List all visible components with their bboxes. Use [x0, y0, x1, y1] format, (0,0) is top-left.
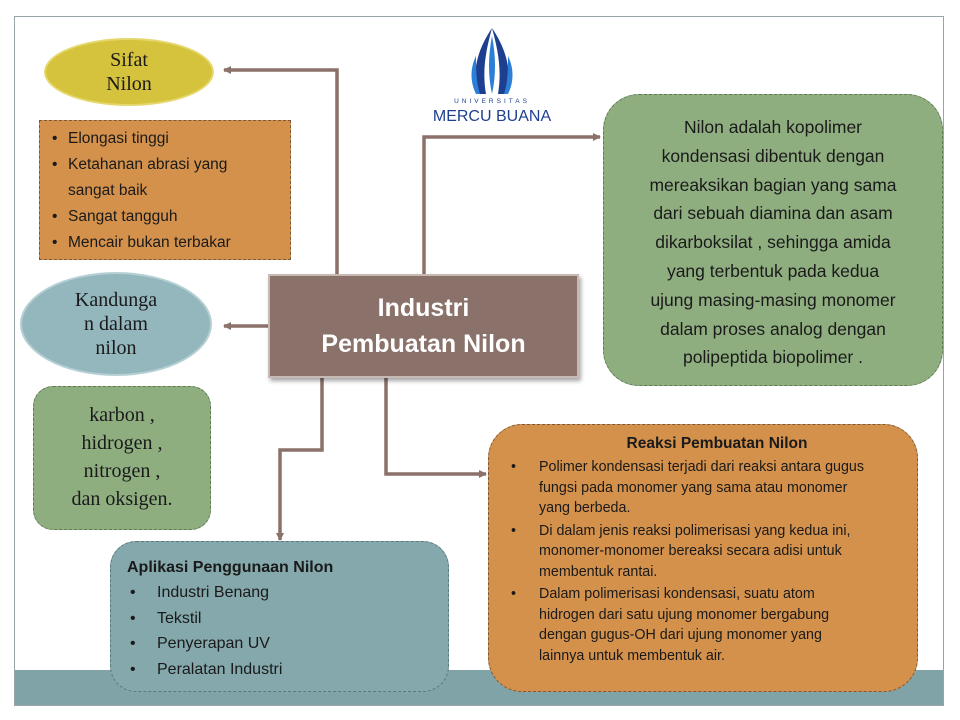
connector-to-aplikasi: [276, 378, 324, 541]
aplikasi-item: Penyerapan UV: [127, 631, 432, 657]
sifat-list-box: Elongasi tinggi Ketahanan abrasi yang sa…: [39, 120, 291, 260]
reaksi-line: dengan gugus-OH dari ujung monomer yang: [539, 627, 822, 643]
element-line: nitrogen ,: [83, 460, 161, 482]
element-line: karbon ,: [89, 404, 155, 426]
reaksi-item: Di dalam jenis reaksi polimerisasi yang …: [507, 521, 897, 583]
center-topic-box: Industri Pembuatan Nilon: [268, 274, 579, 378]
connector-to-reaksi: [384, 378, 487, 478]
connector-to-definisi: [422, 133, 601, 274]
definition-line: mereaksikan bagian yang sama: [649, 174, 897, 195]
reaksi-line: lainnya untuk membentuk air.: [539, 647, 725, 664]
logo-name-text: MERCU BUANA: [432, 108, 552, 125]
reaksi-item: Dalam polimerisasi kondensasi, suatu ato…: [507, 584, 897, 666]
reaksi-line: Dalam polimerisasi kondensasi, suatu ato…: [539, 586, 815, 602]
sifat-item: Mencair bukan terbakar: [50, 230, 284, 256]
kandungan-ellipse: Kandunga n dalam nilon: [20, 272, 212, 376]
center-title-line2: Pembuatan Nilon: [321, 330, 526, 358]
aplikasi-item: Tekstil: [127, 606, 432, 632]
reaksi-title: Reaksi Pembuatan Nilon: [626, 435, 808, 452]
reaksi-line: monomer-monomer bereaksi secara adisi un…: [539, 543, 842, 559]
elements-box: karbon , hidrogen , nitrogen , dan oksig…: [33, 386, 211, 530]
reaksi-line: hidrogen dari satu ujung monomer bergabu…: [539, 606, 830, 623]
definition-line: dalam proses analog dengan: [660, 318, 886, 339]
center-title-line1: Industri: [377, 294, 470, 322]
logo-university-text: UNIVERSITAS: [454, 98, 530, 105]
connector-to-sifat: [223, 66, 339, 274]
sifat-item-line: sangat baik: [68, 182, 148, 199]
aplikasi-title: Aplikasi Penggunaan Nilon: [127, 559, 334, 576]
sifat-nilon-ellipse: Sifat Nilon: [44, 38, 214, 106]
kandungan-title-line: Kandunga: [74, 289, 158, 311]
definition-box: Nilon adalah kopolimer kondensasi dibent…: [603, 94, 943, 386]
definition-line: yang terbentuk pada kedua: [666, 260, 880, 281]
reaksi-line: Di dalam jenis reaksi polimerisasi yang …: [539, 522, 851, 539]
sifat-item-line: Ketahanan abrasi yang: [68, 156, 228, 173]
kandungan-title-line: nilon: [95, 337, 137, 359]
sifat-item: Ketahanan abrasi yang sangat baik: [50, 152, 284, 204]
definition-line: Nilon adalah kopolimer: [683, 117, 863, 137]
aplikasi-item: Industri Benang: [127, 580, 432, 606]
sifat-title-line2: Nilon: [106, 73, 152, 95]
definition-line: dari sebuah diamina dan asam: [653, 203, 893, 224]
definition-line: ujung masing-masing monomer: [650, 289, 896, 310]
aplikasi-item: Peralatan Industri: [127, 657, 432, 683]
sifat-item: Sangat tangguh: [50, 204, 284, 230]
reaksi-line: yang berbeda.: [539, 500, 631, 516]
element-line: hidrogen ,: [81, 432, 163, 454]
kandungan-title-line: n dalam: [84, 313, 148, 335]
reaksi-line: fungsi pada monomer yang sama atau monom…: [539, 479, 848, 496]
element-line: dan oksigen.: [71, 488, 173, 510]
aplikasi-box: Aplikasi Penggunaan Nilon Industri Benan…: [110, 541, 449, 692]
reaksi-item: Polimer kondensasi terjadi dari reaksi a…: [507, 457, 897, 519]
sifat-title-line1: Sifat: [110, 49, 148, 71]
definition-line: polipeptida biopolimer .: [683, 347, 863, 368]
reaksi-line: membentuk rantai.: [539, 563, 658, 580]
sifat-item: Elongasi tinggi: [50, 126, 284, 152]
definition-line: kondensasi dibentuk dengan: [661, 145, 885, 166]
definition-line: dikarboksilat , sehingga amida: [655, 232, 891, 253]
flame-logo-icon: [471, 28, 513, 94]
university-logo: UNIVERSITAS MERCU BUANA: [430, 26, 554, 130]
reaksi-line: Polimer kondensasi terjadi dari reaksi a…: [539, 459, 865, 475]
reaksi-box: Reaksi Pembuatan Nilon Polimer kondensas…: [488, 424, 918, 692]
